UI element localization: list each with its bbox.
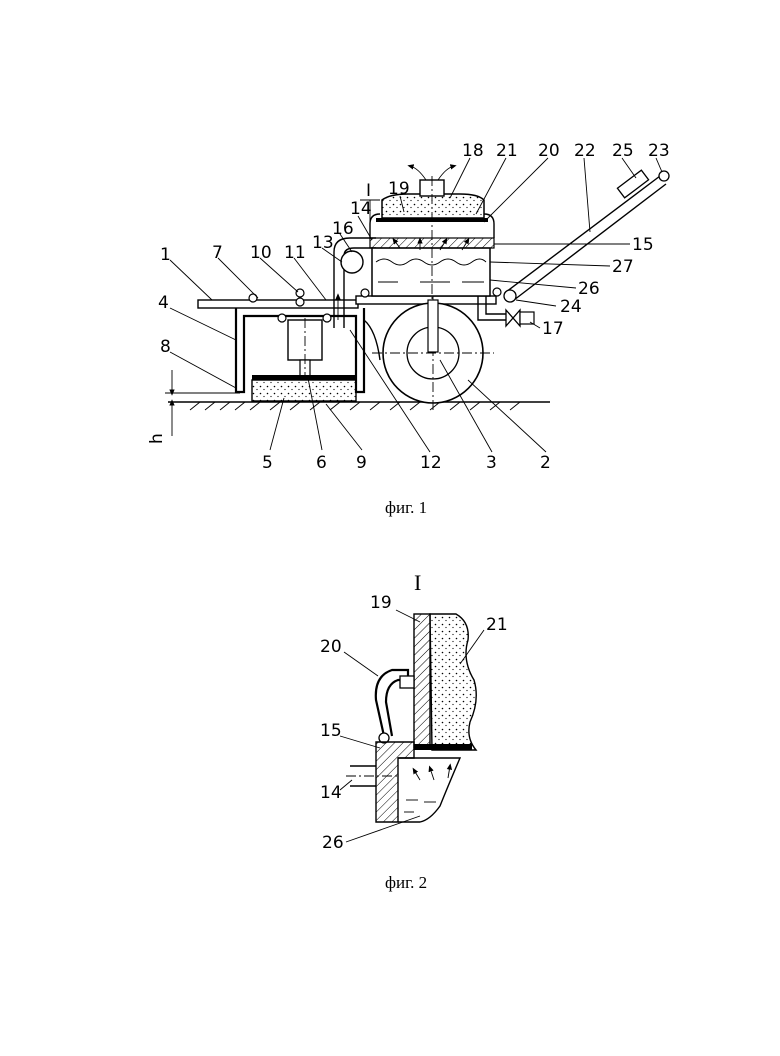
label-26: 26 bbox=[578, 279, 600, 299]
label-21: 21 bbox=[496, 141, 518, 161]
figure-1: I bbox=[147, 141, 670, 517]
label-7: 7 bbox=[212, 243, 223, 263]
label-2: 2 bbox=[540, 453, 551, 473]
abrasive-block bbox=[252, 375, 356, 401]
figure-2: I bbox=[320, 570, 508, 892]
flange bbox=[376, 742, 414, 822]
label-4: 4 bbox=[158, 293, 169, 313]
label-5: 5 bbox=[262, 453, 273, 473]
motor bbox=[288, 318, 322, 380]
caption-fig1: фиг. 1 bbox=[385, 498, 427, 517]
fig2-label-19: 19 bbox=[370, 593, 392, 613]
label-12: 12 bbox=[420, 453, 442, 473]
label-3: 3 bbox=[486, 453, 497, 473]
wheel bbox=[372, 292, 494, 412]
air-duct bbox=[334, 238, 376, 328]
label-11: 11 bbox=[284, 243, 306, 263]
caption-fig2: фиг. 2 bbox=[385, 873, 427, 892]
fig2-title: I bbox=[414, 570, 421, 595]
label-16: 16 bbox=[332, 219, 354, 239]
label-9: 9 bbox=[356, 453, 367, 473]
fig2-label-14: 14 bbox=[320, 783, 342, 803]
label-13: 13 bbox=[312, 233, 334, 253]
label-25: 25 bbox=[612, 141, 634, 161]
label-10: 10 bbox=[250, 243, 272, 263]
tank-detail bbox=[398, 758, 460, 822]
filter-body bbox=[430, 614, 476, 750]
label-27: 27 bbox=[612, 257, 634, 277]
label-6: 6 bbox=[316, 453, 327, 473]
cover-wall bbox=[414, 614, 430, 748]
fig2-label-26: 26 bbox=[322, 833, 344, 853]
label-14: 14 bbox=[350, 199, 372, 219]
label-20: 20 bbox=[538, 141, 560, 161]
fig2-label-15: 15 bbox=[320, 721, 342, 741]
label-18: 18 bbox=[462, 141, 484, 161]
fig2-label-21: 21 bbox=[486, 615, 508, 635]
label-23: 23 bbox=[648, 141, 670, 161]
label-24: 24 bbox=[560, 297, 582, 317]
label-22: 22 bbox=[574, 141, 596, 161]
label-17: 17 bbox=[542, 319, 564, 339]
label-15: 15 bbox=[632, 235, 654, 255]
label-1: 1 bbox=[160, 245, 171, 265]
label-h: h bbox=[147, 433, 167, 444]
clamp bbox=[376, 670, 414, 743]
filter-gasket bbox=[414, 744, 472, 750]
label-8: 8 bbox=[160, 337, 171, 357]
section-mark-label: I bbox=[366, 181, 371, 201]
fig2-label-20: 20 bbox=[320, 637, 342, 657]
label-19: 19 bbox=[388, 179, 410, 199]
